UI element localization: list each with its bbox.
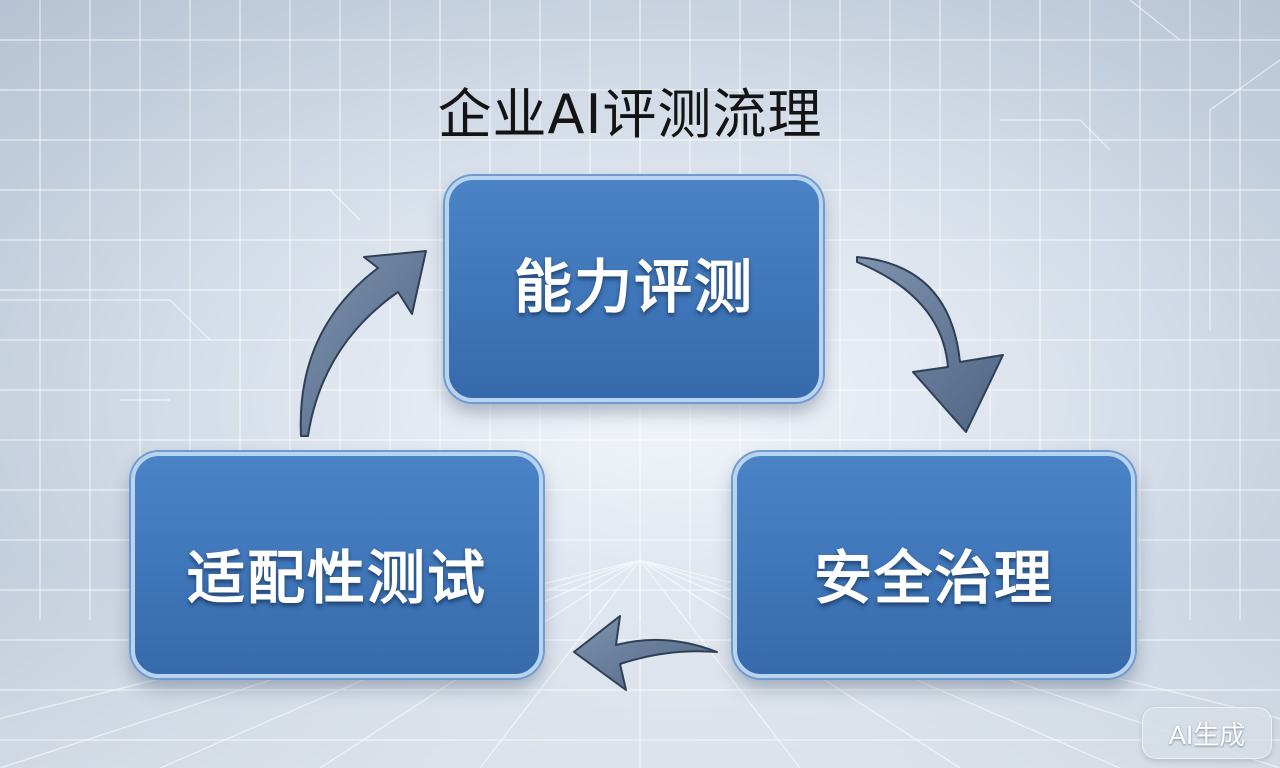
node-label: 能力评测: [513, 253, 754, 321]
node-capability-evaluation: 能力评测: [445, 176, 823, 402]
node-label: 适配性测试: [186, 544, 487, 612]
arrow-top-to-right: [856, 256, 1004, 433]
node-label: 安全治理: [813, 544, 1054, 612]
node-security-governance: 安全治理: [733, 452, 1135, 678]
diagram-title: 企业AI评测流理: [437, 83, 823, 146]
node-adaptability-testing: 适配性测试: [131, 452, 543, 678]
ai-generated-badge: AI生成: [1142, 707, 1272, 759]
arrow-right-to-left: [573, 615, 718, 691]
arrow-left-to-top: [299, 250, 427, 437]
